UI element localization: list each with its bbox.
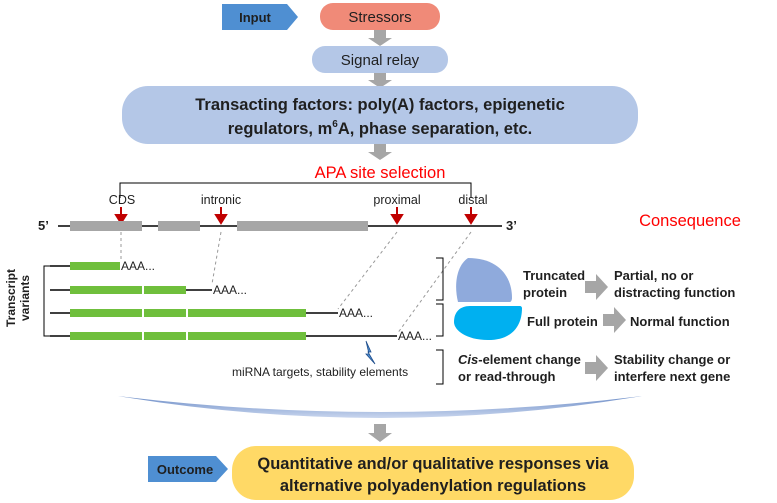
row-bracket-cis xyxy=(436,349,444,385)
transcript-variants-label: Transcriptvariants xyxy=(4,269,32,327)
transcript-exon xyxy=(188,309,306,317)
intronic-site-arrow-icon xyxy=(214,207,228,225)
lightning-icon xyxy=(365,340,376,365)
proximal-site-arrow-icon xyxy=(390,207,404,225)
transcript-variant-3: AAA... xyxy=(50,306,373,320)
cis-element-label: Cis-element change xyxy=(458,352,581,367)
transcript-exon xyxy=(70,309,142,317)
transcript-exon xyxy=(70,332,142,340)
input-tag-label: Input xyxy=(239,10,271,25)
right-arrow-icon xyxy=(603,307,626,333)
input-tag xyxy=(222,4,298,30)
polya-tail: AAA... xyxy=(213,283,247,297)
site-label-distal: distal xyxy=(458,193,487,207)
transcript-exon xyxy=(144,332,186,340)
truncated-protein-icon xyxy=(456,258,512,302)
transcript-exon xyxy=(70,286,142,294)
intronic-connector xyxy=(211,231,222,285)
right-arrow-icon xyxy=(585,355,608,381)
full-protein-icon xyxy=(454,306,522,340)
transcript-bracket xyxy=(43,265,50,337)
down-arrow-icon xyxy=(368,30,392,46)
outcome-tag xyxy=(148,456,228,482)
read-through-label: or read-through xyxy=(458,369,556,384)
five-prime-end: 5’ xyxy=(38,218,49,233)
polya-tail: AAA... xyxy=(121,259,155,273)
row-bracket-truncated xyxy=(436,257,444,301)
cds-site-arrow-icon xyxy=(114,207,128,225)
consequence-title: Consequence xyxy=(639,212,741,230)
transcript-variant-2: AAA... xyxy=(50,283,247,297)
signal-relay-box xyxy=(312,46,448,73)
site-bracket xyxy=(119,182,472,198)
stressors-label: Stressors xyxy=(348,9,411,26)
transacting-line2: regulators, m6A, phase separation, etc. xyxy=(228,119,533,138)
outcome-tag-label: Outcome xyxy=(157,462,213,477)
transcript-exon xyxy=(144,286,186,294)
transcript-variant-4: AAA... xyxy=(50,329,432,343)
stressors-box xyxy=(320,3,440,30)
transcript-variant-1: AAA... xyxy=(50,259,155,273)
polya-tail: AAA... xyxy=(398,329,432,343)
exon-3 xyxy=(237,221,368,231)
outcome-line1: Quantitative and/or qualitative response… xyxy=(257,455,609,473)
mirna-note: miRNA targets, stability elements xyxy=(232,365,408,379)
outcome-line2: alternative polyadenylation regulations xyxy=(280,477,586,495)
distal-site-arrow-icon xyxy=(464,207,478,225)
transcript-exon xyxy=(188,332,306,340)
transacting-line1: Transacting factors: poly(A) factors, ep… xyxy=(195,96,565,114)
right-arrow-icon xyxy=(585,274,608,300)
site-label-cds: CDS xyxy=(109,193,135,207)
down-arrow-icon xyxy=(368,424,392,442)
transacting-factors-box xyxy=(122,86,638,144)
polya-tail: AAA... xyxy=(339,306,373,320)
row-bracket-full xyxy=(436,303,444,337)
exon-1 xyxy=(70,221,142,231)
exon-2 xyxy=(158,221,200,231)
apa-site-selection-title: APA site selection xyxy=(315,164,446,182)
down-arrow-icon xyxy=(368,73,392,88)
site-label-proximal: proximal xyxy=(373,193,420,207)
signal-relay-label: Signal relay xyxy=(341,52,420,69)
down-arrow-icon xyxy=(368,144,392,160)
transcript-exon xyxy=(144,309,186,317)
outcome-box xyxy=(232,446,634,500)
normal-function-label: Normal function xyxy=(630,314,730,329)
site-label-intronic: intronic xyxy=(201,193,241,207)
transcript-exon xyxy=(70,262,120,270)
full-protein-label: Full protein xyxy=(527,314,598,329)
proximal-connector xyxy=(337,231,398,310)
funnel-shape xyxy=(118,396,642,418)
three-prime-end: 3’ xyxy=(506,218,517,233)
